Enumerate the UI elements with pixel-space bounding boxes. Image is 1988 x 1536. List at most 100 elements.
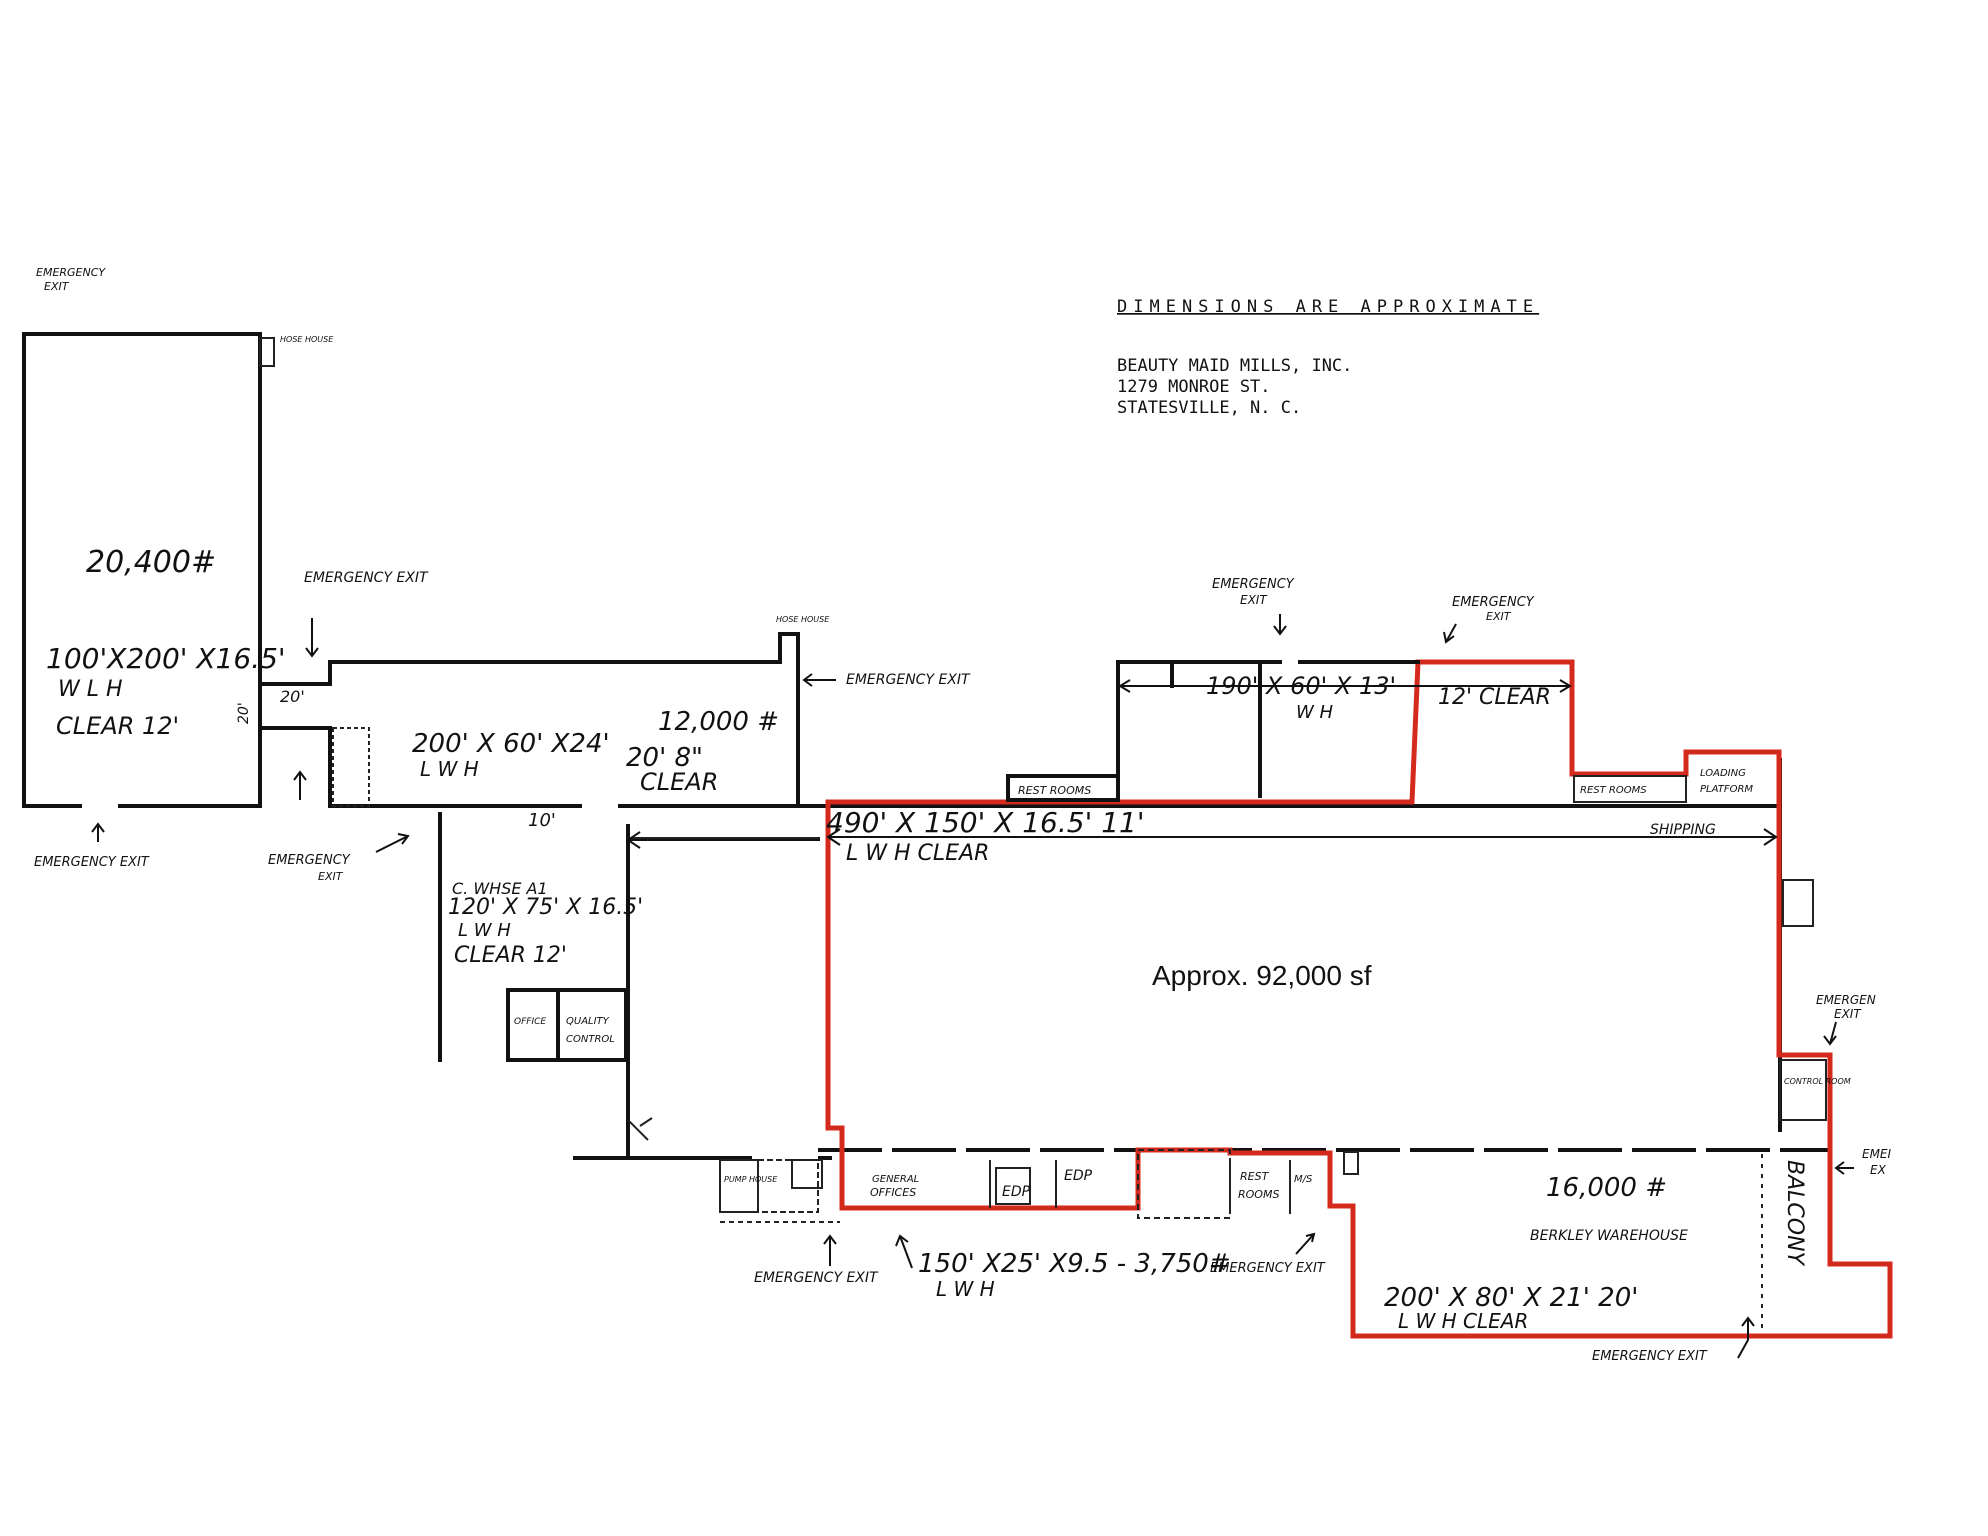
balcony-label: BALCONY (1782, 1160, 1807, 1267)
middle-hose-house-label: HOSE HOUSE (776, 615, 830, 624)
whse-a1: C. WHSE A1 120' X 75' X 16.5' L W H CLEA… (438, 812, 832, 1160)
control-room-box (1779, 1059, 1827, 1121)
exit-arrow-e6 (1443, 623, 1457, 644)
shipping-label: SHIPPING (1650, 822, 1716, 838)
exit-label-e11: EMERGENCY EXIT (754, 1270, 879, 1286)
middle-dimension-arrow (626, 831, 820, 849)
connector-width: 20' (280, 687, 305, 706)
approx-area: Approx. 92,000 sf (1152, 960, 1372, 991)
hose-house-label: HOSE HOUSE (280, 335, 334, 344)
quality-label-2: CONTROL (566, 1034, 615, 1045)
berkley-warehouse: 16,000 # BERKLEY WAREHOUSE 200' X 80' X … (1384, 1154, 1807, 1334)
exit-arrow-e7 (375, 833, 410, 853)
middle-building-area: 12,000 # (658, 707, 779, 737)
pump-house: PUMP HOUSE (719, 1159, 840, 1223)
left-building-walls (22, 332, 262, 808)
exit-label-e1: EMERGENCY EXIT (304, 570, 429, 586)
company-city: STATESVILLE, N. C. (1117, 398, 1301, 418)
middle-stair (332, 727, 370, 807)
exit-label-e13: EMERGENCY EXIT (1592, 1349, 1708, 1364)
left-building-dims: 100'X200' X16.5' (46, 642, 286, 675)
middle-building-units: L W H (420, 757, 479, 781)
top-annex-clear: 12' CLEAR (1438, 685, 1551, 710)
whse-a1-units: L W H (458, 920, 511, 941)
pump-house-box (719, 1159, 759, 1213)
rooms-label: ROOMS (1238, 1188, 1279, 1201)
exit-arrow-e7b (293, 770, 307, 800)
rest-rooms-2-label: REST ROOMS (1580, 785, 1647, 796)
company-street: 1279 MONROE ST. (1117, 377, 1271, 397)
exit-label-e10b: EX (1870, 1163, 1887, 1177)
exit-label-e12: EMERGENCY EXIT (1210, 1261, 1326, 1276)
exit-label-e9a: EMERGEN (1816, 993, 1876, 1007)
main-building: 490' X 150' X 16.5' 11' L W H CLEAR SHIP… (818, 659, 1893, 1339)
middle-building: HOSE HOUSE 200' X 60' X24' L W H 12,000 … (328, 615, 830, 831)
left-building-units: W L H (58, 677, 123, 702)
exit-label-e7a: EMERGENCY (268, 853, 351, 868)
offices-units: L W H (936, 1277, 995, 1301)
exit-arrow-e1 (305, 618, 319, 658)
main-building-units: L W H CLEAR (846, 841, 989, 866)
berkley-units: L W H CLEAR (1398, 1309, 1528, 1333)
exit-arrow-e13 (1737, 1316, 1755, 1359)
exit-arrow-e11b (895, 1234, 913, 1269)
rest-rooms-box (1006, 774, 1120, 802)
exit-arrow-e11 (823, 1234, 837, 1266)
exit-label-e10a: EMEI (1862, 1147, 1892, 1161)
company-name: BEAUTY MAID MILLS, INC. (1117, 356, 1352, 376)
exit-label-e8b: EXIT (1240, 593, 1268, 607)
rest-rooms-2-box (1573, 775, 1687, 803)
dimensions-notice: DIMENSIONS ARE APPROXIMATE (1117, 297, 1539, 317)
edp-box (995, 1167, 1031, 1205)
berkley-name: BERKLEY WAREHOUSE (1530, 1228, 1688, 1244)
quality-control-room (556, 988, 628, 1062)
exit-label-e6a: EMERGENCY (1452, 595, 1535, 610)
platform-label: PLATFORM (1700, 784, 1753, 795)
exit-label-e8a: EMERGENCY (1212, 577, 1295, 592)
quality-label-1: QUALITY (566, 1016, 610, 1027)
offices-dims: 150' X25' X9.5 - 3,750# (918, 1249, 1231, 1279)
edp-label-1: EDP (1002, 1184, 1031, 1200)
whse-a1-dims: 120' X 75' X 16.5' (448, 895, 643, 920)
exit-arrow-e10 (1834, 1161, 1854, 1175)
ms-label: M/S (1294, 1174, 1313, 1185)
loading-label: LOADING (1700, 768, 1746, 779)
control-room-label: CONTROL ROOM (1784, 1077, 1851, 1086)
offices-strip: GENERAL OFFICES EDP EDP REST ROOMS M/S 1… (870, 1149, 1359, 1301)
left-building-area: 20,400# (86, 545, 216, 580)
top-annex-dims: 190' X 60' X 13' (1206, 672, 1396, 700)
rest-rooms-label: REST ROOMS (1018, 784, 1091, 797)
exit-label-e5b: EXIT (44, 280, 70, 293)
main-outline (825, 659, 1893, 1339)
hose-house-box (259, 337, 275, 367)
exit-label-e3: EMERGENCY EXIT (34, 855, 150, 870)
exit-arrow-e3 (91, 822, 105, 842)
exit-arrow-e12 (1295, 1232, 1316, 1255)
side-box (1782, 879, 1814, 927)
office-label: OFFICE (514, 1017, 546, 1027)
door-symbol (627, 1117, 653, 1141)
edp-label-2: EDP (1064, 1168, 1093, 1184)
rest-label: REST (1240, 1170, 1270, 1183)
pump-house-label: PUMP HOUSE (724, 1175, 778, 1184)
middle-building-clear: CLEAR (640, 768, 718, 796)
whse-a1-clear: CLEAR 12' (454, 943, 567, 968)
exit-label-e6b: EXIT (1486, 610, 1512, 623)
left-building-clear: CLEAR 12' (56, 712, 179, 740)
berkley-dims: 200' X 80' X 21' 20' (1384, 1283, 1638, 1313)
exit-label-e2: EMERGENCY EXIT (846, 672, 971, 688)
top-annex-units: W H (1296, 702, 1334, 723)
general-label: GENERAL (872, 1174, 919, 1185)
middle-building-dims: 200' X 60' X24' (412, 729, 610, 759)
main-building-dims: 490' X 150' X 16.5' 11' (826, 806, 1145, 839)
whse-a1-name: C. WHSE A1 (452, 879, 548, 898)
middle-dim-10: 10' (528, 810, 556, 831)
berkley-area: 16,000 # (1546, 1173, 1667, 1203)
exit-arrow-e8 (1273, 614, 1287, 636)
exit-label-e7b: EXIT (318, 870, 344, 883)
exit-label-e5a: EMERGENCY (36, 266, 106, 279)
exit-label-e9b: EXIT (1834, 1007, 1862, 1021)
connector: 20' 20' (236, 682, 332, 730)
top-annex: 190' X 60' X 13' W H 12' CLEAR REST ROOM… (1006, 660, 1753, 803)
